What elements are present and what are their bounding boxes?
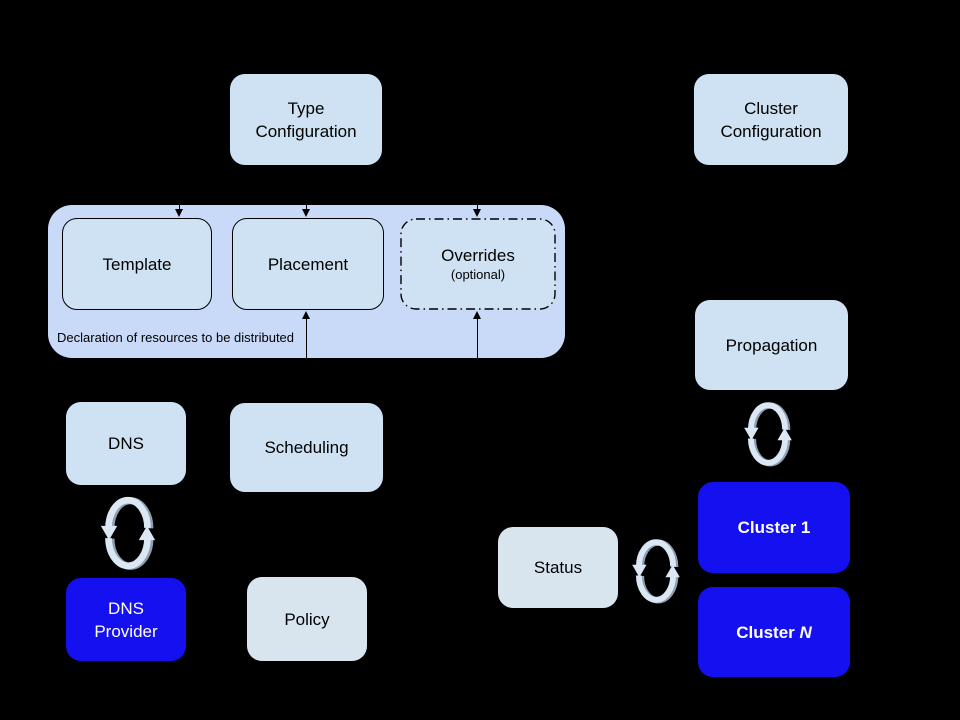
template-label: Template xyxy=(102,254,172,274)
overrides-label: Overrides xyxy=(441,246,515,265)
template-box: Template xyxy=(62,218,212,310)
status-box: Status xyxy=(498,527,618,608)
type-configuration-box: Type Configuration xyxy=(230,74,382,165)
placement-box: Placement xyxy=(232,218,384,310)
dns-provider-box: DNS Provider xyxy=(66,578,186,661)
cluster-configuration-label-line2: Configuration xyxy=(720,121,822,141)
placement-label: Placement xyxy=(267,254,349,274)
cluster-n-box: Cluster N xyxy=(698,587,850,677)
cluster-configuration-label-line1: Cluster xyxy=(744,98,798,118)
dns-label: DNS xyxy=(108,434,144,453)
type-configuration-label-line2: Configuration xyxy=(255,121,357,141)
scheduling-box: Scheduling xyxy=(230,403,383,492)
policy-label: Policy xyxy=(284,609,330,629)
solid-arrow-into-overrides xyxy=(473,311,483,358)
cluster-1-label: Cluster 1 xyxy=(737,518,811,537)
dns-box: DNS xyxy=(66,402,186,485)
policy-box: Policy xyxy=(247,577,367,661)
overrides-optional-label: (optional) xyxy=(450,267,506,282)
propagation-box: Propagation xyxy=(695,300,848,390)
propagation-label: Propagation xyxy=(725,335,818,355)
scheduling-label: Scheduling xyxy=(264,438,349,457)
overrides-box: Overrides (optional) xyxy=(400,218,556,310)
cluster-1-box: Cluster 1 xyxy=(698,482,850,573)
type-configuration-label-line1: Type xyxy=(287,98,325,118)
cluster-configuration-box: Cluster Configuration xyxy=(694,74,848,165)
solid-arrow-into-placement xyxy=(302,311,312,358)
sync-icon-dns xyxy=(96,492,160,574)
overrides-dashdot-border xyxy=(400,218,556,310)
sync-icon-status xyxy=(629,534,683,608)
dashed-arrow-into-placement xyxy=(302,205,312,219)
dns-provider-label-line1: DNS xyxy=(108,598,144,618)
dns-provider-label-line2: Provider xyxy=(94,621,158,641)
declaration-container: Template Placement Overrides (optional) … xyxy=(48,205,565,358)
sync-icon-propagation xyxy=(741,397,795,471)
dashed-arrow-into-overrides xyxy=(473,205,483,219)
declaration-caption: Declaration of resources to be distribut… xyxy=(57,330,295,345)
dashed-arrow-into-template xyxy=(175,205,185,219)
status-label: Status xyxy=(533,558,583,577)
cluster-n-label: Cluster N xyxy=(736,622,812,642)
